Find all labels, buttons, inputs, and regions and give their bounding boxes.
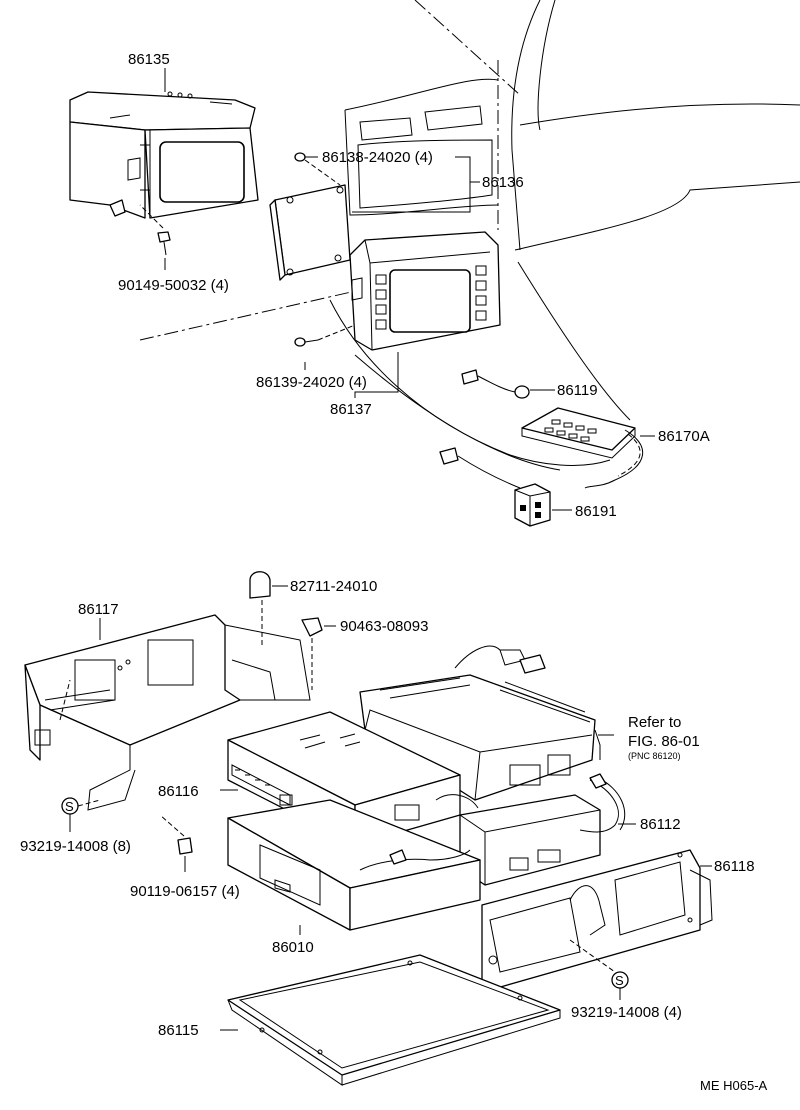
monitor-housing-86135: [69, 91, 259, 219]
unit-86010: [227, 799, 481, 931]
label-86191: 86191: [575, 503, 617, 520]
label-86137: 86137: [330, 401, 372, 418]
label-86138: 86138-24020 (4): [322, 149, 433, 166]
label-86135: 86135: [128, 51, 170, 68]
label-82711: 82711-24010: [290, 578, 377, 595]
tray-86115: [227, 954, 561, 1086]
label-90149: 90149-50032 (4): [118, 277, 229, 294]
label-refer-line3: (PNC 86120): [628, 751, 681, 761]
s-mark-right: S: [569, 939, 629, 1000]
controller-86170A: [521, 407, 643, 489]
screw-86138: [294, 152, 318, 162]
bracket-86117: [24, 614, 311, 811]
cd-changer-unit: [359, 645, 601, 801]
label-86010: 86010: [272, 939, 314, 956]
label-refer-line2: FIG. 86-01: [628, 733, 700, 750]
label-93219-4: 93219-14008 (4): [571, 1004, 682, 1021]
label-86115: 86115: [158, 1022, 199, 1039]
unit-86112: [459, 773, 626, 886]
drawing-code: ME H065-A: [700, 1078, 768, 1093]
label-86117: 86117: [78, 601, 119, 618]
bolt-90119: [159, 814, 193, 872]
label-86170A: 86170A: [658, 428, 710, 445]
s-mark-left: S: [61, 797, 101, 832]
dashboard-outline: [139, 0, 800, 471]
label-90463: 90463-08093: [340, 618, 428, 635]
screw-86139: [294, 324, 356, 347]
display-unit-86137: [349, 231, 501, 351]
label-refer-line1: Refer to: [628, 714, 681, 731]
label-90119: 90119-06157 (4): [130, 883, 240, 900]
label-86112: 86112: [640, 816, 681, 833]
s-mark-text-2: S: [615, 973, 624, 988]
bolt-90149: [139, 204, 171, 256]
harness-86191: [439, 447, 551, 527]
label-86136: 86136: [482, 174, 524, 191]
label-86118: 86118: [714, 858, 755, 875]
label-86119: 86119: [557, 382, 598, 399]
s-mark-text: S: [65, 799, 74, 814]
label-86116: 86116: [158, 783, 199, 800]
clip-82711: [249, 571, 271, 645]
bracket-86136: [269, 159, 351, 281]
clip-90463: [301, 617, 323, 690]
label-93219-8: 93219-14008 (8): [20, 838, 131, 855]
wire-86119: [461, 369, 530, 399]
label-86139: 86139-24020 (4): [256, 374, 367, 391]
